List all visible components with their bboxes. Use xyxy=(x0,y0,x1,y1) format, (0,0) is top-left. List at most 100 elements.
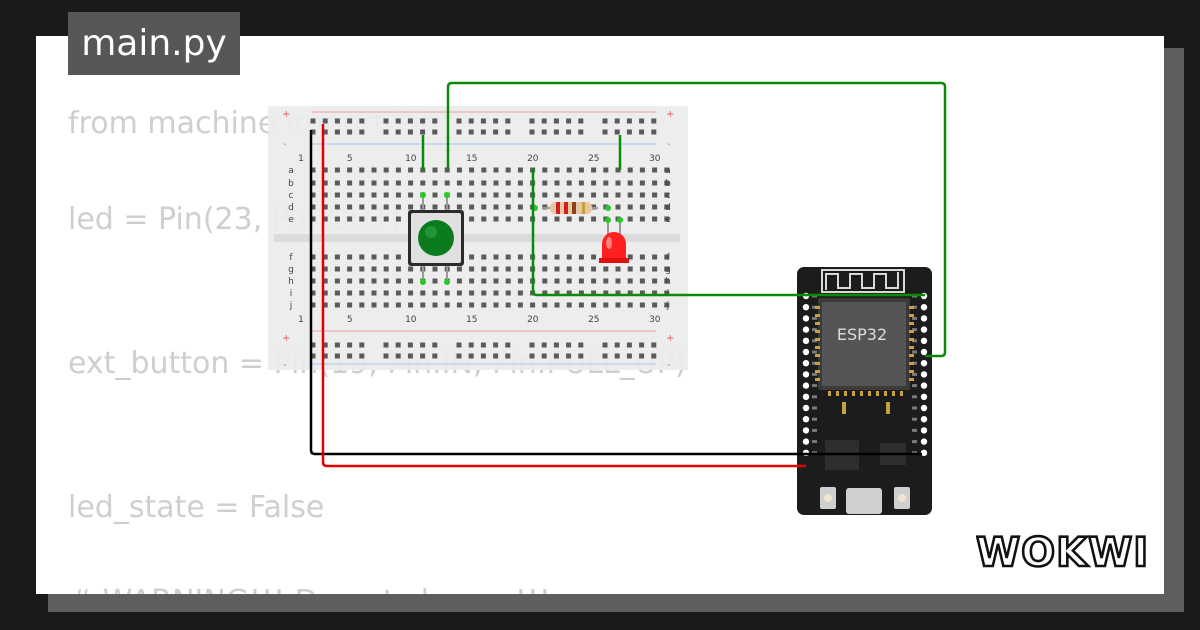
breadboard-hole xyxy=(469,302,475,308)
rail-plus-label: + xyxy=(282,333,290,344)
chip-pad xyxy=(860,391,863,396)
breadboard-hole xyxy=(334,129,340,135)
rail-minus-label: - xyxy=(667,360,671,371)
breadboard-hole xyxy=(493,278,499,284)
breadboard-hole xyxy=(322,129,328,135)
chip-pad xyxy=(815,370,820,373)
breadboard-hole xyxy=(347,192,353,198)
column-number: 10 xyxy=(405,315,417,325)
breadboard-hole xyxy=(578,129,584,135)
esp32-board[interactable]: ESP32 xyxy=(797,267,932,515)
led[interactable] xyxy=(599,217,629,263)
esp32-pin-label xyxy=(912,384,917,388)
breadboard-hole xyxy=(322,204,328,210)
breadboard-hole xyxy=(334,216,340,222)
breadboard-hole xyxy=(468,118,474,124)
breadboard-hole xyxy=(626,353,632,359)
resistor[interactable] xyxy=(532,202,611,214)
breadboard-hole xyxy=(664,290,670,296)
breadboard-hole xyxy=(664,204,670,210)
breadboard-hole xyxy=(395,278,401,284)
breadboard-hole xyxy=(395,290,401,296)
row-letter: b xyxy=(288,179,294,189)
row-letter: h xyxy=(288,277,294,287)
breadboard-hole xyxy=(395,204,401,210)
breadboard-hole xyxy=(553,118,559,124)
breadboard-hole xyxy=(469,278,475,284)
column-number: 20 xyxy=(527,315,539,325)
column-number: 25 xyxy=(588,315,599,325)
breadboard-hole xyxy=(578,278,584,284)
breadboard-hole xyxy=(554,266,560,272)
column-number: 30 xyxy=(649,154,661,164)
breadboard-hole xyxy=(578,118,584,124)
wokwi-logo: WOKWI xyxy=(976,529,1148,576)
breadboard-hole xyxy=(553,342,559,348)
breadboard-hole xyxy=(652,180,658,186)
breadboard-hole xyxy=(347,302,353,308)
breadboard-hole xyxy=(603,302,609,308)
breadboard-hole xyxy=(493,167,499,173)
breadboard-hole xyxy=(395,167,401,173)
breadboard-hole xyxy=(408,266,414,272)
breadboard-hole xyxy=(383,254,389,260)
breadboard-hole xyxy=(615,167,621,173)
breadboard-hole xyxy=(664,216,670,222)
breadboard-hole xyxy=(578,342,584,348)
breadboard-hole xyxy=(517,266,523,272)
breadboard-hole xyxy=(615,180,621,186)
breadboard-hole xyxy=(517,254,523,260)
rail-minus-label: - xyxy=(667,139,671,150)
esp32-pin-label xyxy=(812,372,817,376)
breadboard-hole xyxy=(639,278,645,284)
esp32-pin xyxy=(920,404,928,412)
breadboard-hole xyxy=(652,204,658,210)
breadboard-hole xyxy=(664,180,670,186)
chip-pad xyxy=(892,391,895,396)
breadboard-hole xyxy=(395,180,401,186)
breadboard-hole xyxy=(468,353,474,359)
breadboard-hole xyxy=(310,129,316,135)
breadboard-hole xyxy=(615,192,621,198)
breadboard-hole xyxy=(371,180,377,186)
chip-pad xyxy=(909,338,914,341)
chip-pad xyxy=(909,370,914,373)
breadboard-hole xyxy=(469,167,475,173)
breadboard-hole xyxy=(322,180,328,186)
breadboard-hole xyxy=(432,129,438,135)
esp32-pin-label xyxy=(912,440,917,444)
breadboard-hole xyxy=(371,266,377,272)
breadboard-hole xyxy=(469,290,475,296)
breadboard-hole xyxy=(493,254,499,260)
breadboard-hole xyxy=(310,266,316,272)
breadboard-hole xyxy=(310,254,316,260)
breadboard-hole xyxy=(603,290,609,296)
breadboard-hole xyxy=(395,129,401,135)
breadboard-hole xyxy=(614,118,620,124)
breadboard-hole xyxy=(432,167,438,173)
esp32-pin-label xyxy=(912,372,917,376)
breadboard-hole xyxy=(554,302,560,308)
breadboard-hole xyxy=(310,192,316,198)
breadboard-hole xyxy=(334,266,340,272)
breadboard-hole xyxy=(383,302,389,308)
pushbutton[interactable] xyxy=(408,192,464,285)
breadboard-hole xyxy=(652,216,658,222)
breadboard-hole xyxy=(334,204,340,210)
breadboard-hole xyxy=(652,290,658,296)
breadboard-hole xyxy=(347,167,353,173)
breadboard-hole xyxy=(383,118,389,124)
breadboard-hole xyxy=(371,278,377,284)
breadboard-hole xyxy=(553,129,559,135)
breadboard-hole xyxy=(371,302,377,308)
chip-pad xyxy=(815,330,820,333)
breadboard-hole xyxy=(591,302,597,308)
breadboard-hole xyxy=(639,129,645,135)
breadboard-hole xyxy=(566,167,572,173)
breadboard-hole xyxy=(481,192,487,198)
breadboard-hole xyxy=(493,216,499,222)
breadboard-hole xyxy=(517,278,523,284)
esp32-pin xyxy=(802,382,810,389)
chip-pad xyxy=(909,354,914,357)
